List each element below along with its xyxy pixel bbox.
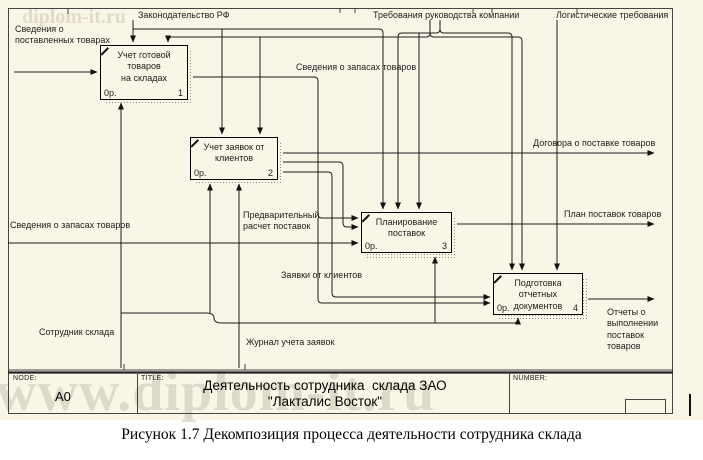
label-orders-journal: Журнал учета заявок (246, 337, 335, 347)
activity-number: 4 (572, 303, 578, 313)
label-preliminary-calc: Предварительный расчет поставок (243, 210, 320, 232)
diagram-title: Деятельность сотрудника склада ЗАО "Лакт… (203, 378, 447, 410)
watermark-bottom: www.diplom-it.ru (0, 361, 436, 423)
activity-box-3: Планирование поставок 0р. 3 (361, 212, 452, 253)
label-stock-info-top: Сведения о запасах товаров (296, 62, 417, 72)
figure-caption: Рисунок 1.7 Декомпозиция процесса деятел… (121, 426, 582, 443)
activity-title: Учет готовой товаров на складах (117, 50, 171, 83)
activity-title: Учет заявок от клиентов (203, 142, 265, 164)
label-supply-contracts: Договора о поставке товаров (533, 138, 656, 148)
label-reports: Отчеты о выполнении поставок товаров (607, 307, 659, 351)
title-label: TITLE: (141, 375, 164, 382)
activity-box-4: Подготовка отчетных документов 0р. 4 (493, 273, 583, 315)
node-value: A0 (55, 389, 71, 404)
label-supply-plan: План поставок товаров (564, 209, 662, 219)
activity-number: 1 (177, 88, 183, 98)
activity-number: 3 (441, 241, 447, 251)
activity-box-1: Учет готовой товаров на складах 0р. 1 (100, 45, 188, 100)
label-incoming-goods: Сведения о поставленных товарах (15, 24, 110, 46)
label-management-requirements: Требования руководства компании (373, 10, 520, 20)
activity-box-2: Учет заявок от клиентов 0р. 2 (190, 137, 278, 180)
activity-title: Планирование поставок (375, 217, 438, 239)
watermark-top: diplom-it.ru (22, 6, 126, 28)
activity-cost: 0р. (194, 168, 207, 178)
label-warehouse-employee: Сотрудник склада (39, 327, 115, 337)
number-label: NUMBER: (513, 375, 548, 382)
box-corner-slash (190, 139, 199, 148)
box-corner-slash (100, 47, 109, 56)
node-label: NODE: (13, 375, 37, 382)
label-legislation: Законодательство РФ (138, 10, 230, 20)
box-corner-slash (361, 214, 370, 223)
label-client-orders: Заявки от клиентов (281, 270, 363, 280)
activity-number: 2 (267, 168, 273, 178)
activity-cost: 0р. (104, 88, 117, 98)
label-logistics-requirements: Логистические требования (556, 10, 669, 20)
activity-cost: 0р. (497, 303, 510, 313)
label-stock-info-left: Сведения о запасах товаров (10, 220, 131, 230)
activity-cost: 0р. (365, 241, 378, 251)
activity-title: Подготовка отчетных документов (513, 278, 563, 311)
